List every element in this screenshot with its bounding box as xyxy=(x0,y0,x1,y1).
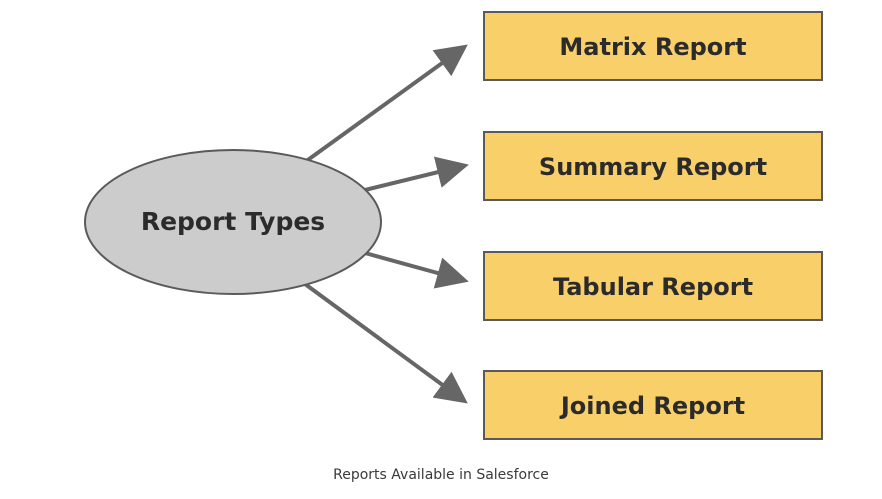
center-node-label: Report Types xyxy=(141,207,325,236)
summary-report-box xyxy=(483,131,823,201)
summary-report-node: Summary Report xyxy=(483,131,823,201)
matrix-report-node: Matrix Report xyxy=(483,11,823,81)
tabular-report-label: Tabular Report xyxy=(553,273,753,301)
matrix-report-box xyxy=(483,11,823,81)
report-types-diagram: Report Types Matrix Report Summary Repor… xyxy=(84,11,823,440)
center-ellipse xyxy=(84,149,382,295)
tabular-report-node: Tabular Report xyxy=(483,251,823,321)
tabular-report-box xyxy=(483,251,823,321)
joined-report-label: Joined Report xyxy=(559,392,745,420)
joined-report-node: Joined Report xyxy=(483,370,823,440)
figure-caption: Reports Available in Salesforce xyxy=(333,467,549,483)
arrow-to-summary-report xyxy=(364,156,469,192)
arrow-to-joined-report xyxy=(303,282,468,404)
summary-report-label: Summary Report xyxy=(539,153,767,181)
arrow-to-matrix-report xyxy=(303,44,468,164)
matrix-report-label: Matrix Report xyxy=(559,33,746,61)
arrow-to-tabular-report xyxy=(364,251,469,289)
joined-report-box xyxy=(483,370,823,440)
center-node: Report Types xyxy=(84,149,382,295)
